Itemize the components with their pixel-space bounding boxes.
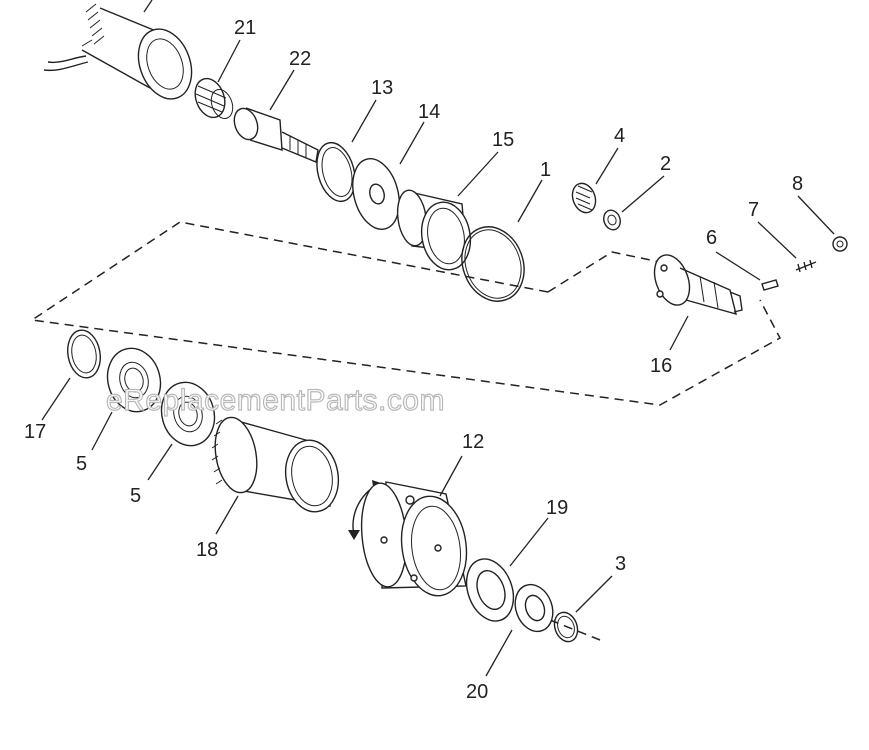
part-15-sleeve <box>396 189 472 271</box>
label-4: 4 <box>614 125 625 147</box>
label-20: 20 <box>466 681 488 703</box>
label-16: 16 <box>650 355 672 377</box>
gear-housing-part <box>43 3 193 100</box>
label-14: 14 <box>418 101 440 123</box>
label-15: 15 <box>492 129 514 151</box>
label-18: 18 <box>196 539 218 561</box>
part-1-o-ring <box>461 226 525 302</box>
part-22-shaft <box>233 107 319 163</box>
label-12: 12 <box>462 431 484 453</box>
label-8: 8 <box>792 173 803 195</box>
part-13-snap-ring <box>316 141 356 203</box>
part-7-spring <box>795 259 817 273</box>
part-2-bushing <box>603 209 621 231</box>
part-20-thrust-washer <box>514 583 554 633</box>
part-16-spindle <box>653 254 743 315</box>
label-3: 3 <box>615 553 626 575</box>
part-17-snap-ring <box>67 329 101 379</box>
label-22: 22 <box>289 48 311 70</box>
label-5a: 5 <box>76 453 87 475</box>
part-21-spline-gear <box>194 77 234 120</box>
part-5-ball-bearing-b <box>160 381 216 447</box>
label-6: 6 <box>706 227 717 249</box>
part-4-needle-bearing <box>571 182 597 214</box>
part-3-retaining-ring <box>553 611 579 643</box>
label-1: 1 <box>540 159 551 181</box>
label-2: 2 <box>660 153 671 175</box>
part-5-ball-bearing-a <box>106 347 162 413</box>
watermark-text: eReplacementParts.com <box>106 384 445 417</box>
label-7: 7 <box>748 199 759 221</box>
part-8-cap <box>832 236 848 252</box>
part-12-housing <box>360 481 468 597</box>
label-13: 13 <box>371 77 393 99</box>
part-19-washer <box>465 558 515 622</box>
part-14-washer <box>352 158 400 230</box>
part-labels: 21 22 13 14 15 1 4 2 8 7 6 16 17 5 5 18 … <box>24 17 803 703</box>
part-18-gear-carrier <box>211 416 340 513</box>
label-19: 19 <box>546 497 568 519</box>
label-5b: 5 <box>130 485 141 507</box>
leader-lines <box>41 0 835 677</box>
label-17: 17 <box>24 421 46 443</box>
label-21: 21 <box>234 17 256 39</box>
part-6-pin <box>761 279 779 291</box>
